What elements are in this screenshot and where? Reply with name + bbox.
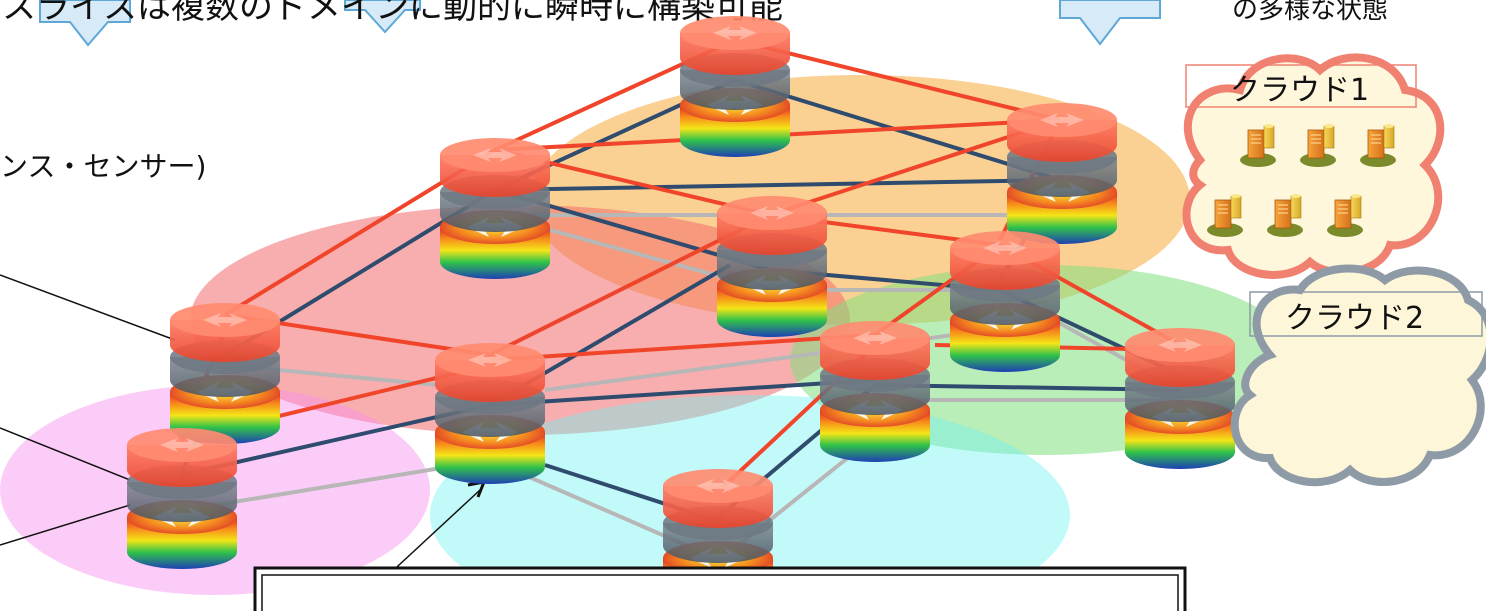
router-icon <box>435 343 545 484</box>
router-icon <box>440 138 550 279</box>
router-icon <box>170 303 280 444</box>
router-icon <box>1007 103 1117 244</box>
router-icon <box>1125 328 1235 469</box>
callout-arrow-icon <box>1059 0 1161 46</box>
callout-arrow-icon <box>344 0 421 34</box>
router-icon <box>820 321 930 462</box>
callout-arrow-icon <box>39 0 131 47</box>
cloud-1-label-box <box>1185 64 1417 108</box>
side-label: ンス・センサー) <box>0 150 206 183</box>
pointer-lines <box>0 274 487 579</box>
cloud-2-label-box <box>1249 291 1483 337</box>
cloud-2: クラウド2 <box>1230 264 1486 487</box>
header-caption-left: スライスは複数のドメインに動的に瞬時に構築可能 <box>2 0 783 27</box>
header-caption-right: の多様な状態 <box>1232 0 1388 25</box>
cloud-1-label: クラウド1 <box>1230 73 1369 108</box>
router-icon <box>717 196 827 337</box>
cloud-1: クラウド1 <box>1182 53 1445 279</box>
router-icon <box>127 428 237 569</box>
cloud-2-label: クラウド2 <box>1285 301 1424 336</box>
router-icon <box>680 16 790 157</box>
router-icon <box>950 231 1060 372</box>
bottom-caption-box <box>253 566 1187 611</box>
